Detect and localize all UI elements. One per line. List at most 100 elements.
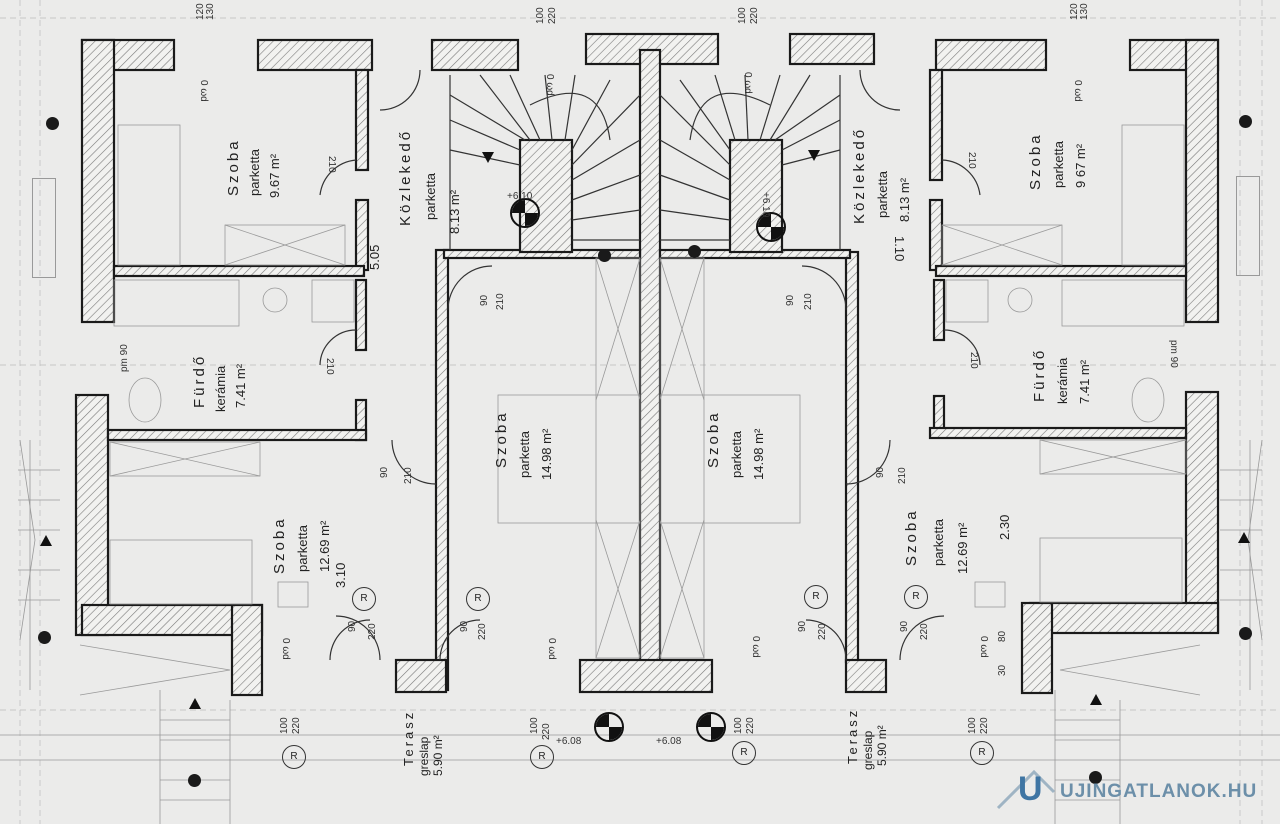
door-height: 220 bbox=[541, 723, 552, 740]
watermark-logo: U UJINGATLANOK.HU bbox=[996, 764, 1266, 814]
door-width: 90 bbox=[785, 294, 796, 306]
room-area: 5.90 m² bbox=[875, 725, 889, 766]
room-floor: greslap bbox=[417, 736, 431, 776]
door-width: 90 bbox=[379, 466, 390, 478]
room-name: Közlekedő bbox=[851, 126, 868, 224]
door-height: 220 bbox=[749, 7, 760, 24]
house-roof-icon bbox=[996, 769, 1056, 810]
room-area: 14.98 m² bbox=[751, 428, 766, 480]
radiator-height: 0 ωd bbox=[750, 636, 761, 658]
level-stair-left: +6.10 bbox=[507, 191, 533, 202]
radiator-height: 0 ωd bbox=[742, 72, 753, 94]
radiator-icon: R bbox=[970, 741, 994, 765]
room-floor: greslap bbox=[861, 730, 875, 770]
column-dot bbox=[1239, 115, 1252, 128]
radiator-icon: R bbox=[282, 745, 306, 769]
watermark-u: U bbox=[1018, 770, 1043, 808]
radiator-height: 0 ωd bbox=[546, 638, 557, 660]
column-dot bbox=[1089, 771, 1102, 784]
radiator-icon: R bbox=[904, 585, 928, 609]
room-name: Szoba bbox=[225, 138, 242, 196]
room-area: 9 67 m² bbox=[1073, 143, 1088, 188]
stair-arrow-icon bbox=[482, 152, 494, 163]
radiator-height: 0 ωd bbox=[198, 80, 209, 102]
door-width: 100 bbox=[529, 717, 540, 734]
column-dot bbox=[688, 245, 701, 258]
room-floor: parketta bbox=[875, 171, 890, 218]
room-area: 5.90 m² bbox=[431, 735, 445, 776]
parapet-mark: pm 90 bbox=[1168, 340, 1179, 368]
room-floor: parketta bbox=[423, 173, 438, 220]
room-name: Szoba bbox=[493, 410, 510, 468]
door-height: 220 bbox=[919, 623, 930, 640]
door-width: 100 bbox=[535, 7, 546, 24]
door-height: 220 bbox=[547, 7, 558, 24]
level-marker-icon bbox=[696, 712, 726, 742]
room-area: 8.13 m² bbox=[897, 177, 912, 222]
radiator-icon: R bbox=[466, 587, 490, 611]
room-area: 8.13 m² bbox=[447, 189, 462, 234]
room-name: Szoba bbox=[705, 410, 722, 468]
room-name: Szoba bbox=[1027, 132, 1044, 190]
column-dot bbox=[598, 249, 611, 262]
room-name: Közlekedő bbox=[397, 128, 414, 226]
room-area: 12.69 m² bbox=[317, 520, 332, 572]
room-area: 7.41 m² bbox=[233, 363, 248, 408]
radiator-icon: R bbox=[804, 585, 828, 609]
door-width: 90 bbox=[899, 620, 910, 632]
door-swings bbox=[319, 69, 981, 661]
side-window-tag bbox=[1236, 176, 1260, 276]
level-stair-right: +6.10 bbox=[760, 192, 771, 218]
radiator-height: 0 ωd bbox=[1072, 80, 1083, 102]
radiator-icon: R bbox=[732, 741, 756, 765]
stair-arrow-icon bbox=[808, 150, 820, 161]
door-height: 210 bbox=[403, 467, 414, 484]
column-dot bbox=[46, 117, 59, 130]
column-dot bbox=[188, 774, 201, 787]
room-floor: parketta bbox=[517, 431, 532, 478]
door-width: 90 bbox=[479, 294, 490, 306]
room-floor: parketta bbox=[247, 149, 262, 196]
watermark-text: UJINGATLANOK.HU bbox=[1060, 781, 1258, 802]
door-height: 220 bbox=[291, 717, 302, 734]
level-terrace-right: +6.08 bbox=[656, 736, 682, 747]
dim-30: 30 bbox=[997, 664, 1008, 676]
door-height: 220 bbox=[477, 623, 488, 640]
room-floor: parketta bbox=[1051, 141, 1066, 188]
room-name: Terasz bbox=[401, 709, 416, 766]
door-width: 100 bbox=[967, 717, 978, 734]
room-floor: parketta bbox=[931, 519, 946, 566]
door-height: 210 bbox=[966, 152, 977, 169]
room-name: Fürdő bbox=[1031, 347, 1048, 402]
door-height: 210 bbox=[803, 293, 814, 310]
column-dot bbox=[38, 631, 51, 644]
room-area: 7.41 m² bbox=[1077, 359, 1092, 404]
room-name: Szoba bbox=[903, 508, 920, 566]
level-marker-icon bbox=[510, 198, 540, 228]
room-floor: parketta bbox=[729, 431, 744, 478]
door-width: 90 bbox=[347, 620, 358, 632]
door-height: 220 bbox=[817, 623, 828, 640]
room-dim: 2.30 bbox=[997, 514, 1012, 540]
room-area: 9.67 m² bbox=[267, 153, 282, 198]
door-height: 220 bbox=[745, 717, 756, 734]
radiator-icon: R bbox=[530, 745, 554, 769]
door-height: 210 bbox=[968, 352, 979, 369]
door-width: 90 bbox=[459, 620, 470, 632]
door-width: 100 bbox=[279, 717, 290, 734]
window-height: 130 bbox=[205, 3, 216, 20]
room-name: Terasz bbox=[845, 707, 860, 764]
door-height: 210 bbox=[495, 293, 506, 310]
level-terrace-left: +6.08 bbox=[556, 736, 582, 747]
door-height: 220 bbox=[979, 717, 990, 734]
radiator-height: 0 ωd bbox=[978, 636, 989, 658]
door-height: 210 bbox=[326, 156, 337, 173]
door-width: 90 bbox=[875, 466, 886, 478]
door-width: 90 bbox=[797, 620, 808, 632]
room-floor: kerámia bbox=[213, 365, 228, 412]
room-floor: kerámia bbox=[1055, 357, 1070, 404]
door-height: 210 bbox=[324, 358, 335, 375]
arrow-up-icon bbox=[189, 698, 201, 709]
